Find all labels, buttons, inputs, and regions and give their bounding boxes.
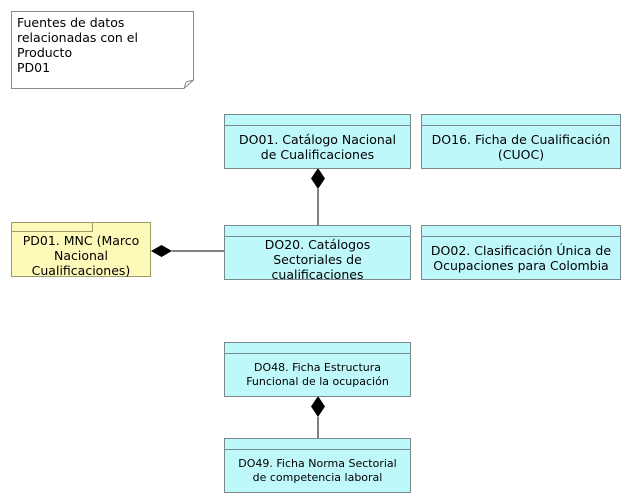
box-do01-label: DO01. Catálogo Nacional de Cualificacion…	[238, 132, 396, 162]
box-do49[interactable]: DO49. Ficha Norma Sectorial de competenc…	[224, 438, 411, 493]
diamond-do01	[311, 168, 325, 189]
box-do20-label: DO20. Catálogos Sectoriales de cualifica…	[264, 237, 371, 282]
box-do48-label: DO48. Ficha Estructura Funcional de la o…	[246, 361, 389, 388]
box-do49-label: DO49. Ficha Norma Sectorial de competenc…	[238, 457, 397, 484]
box-do02[interactable]: DO02. Clasificación Única de Ocupaciones…	[421, 225, 621, 280]
box-do48[interactable]: DO48. Ficha Estructura Funcional de la o…	[224, 342, 411, 397]
diamond-pd01	[151, 245, 172, 257]
box-do16-label: DO16. Ficha de Cualificación (CUOC)	[431, 132, 611, 162]
box-do20[interactable]: DO20. Catálogos Sectoriales de cualifica…	[224, 225, 411, 282]
box-pd01-label: PD01. MNC (Marco Nacional Cualificacione…	[22, 233, 140, 278]
box-do02-label: DO02. Clasificación Única de Ocupaciones…	[430, 243, 612, 273]
diamond-do48	[311, 396, 325, 417]
box-pd01[interactable]: PD01. MNC (Marco Nacional Cualificacione…	[11, 222, 151, 278]
note-shape	[11, 11, 194, 89]
note-text: Fuentes de datos relacionadas con el Pro…	[17, 15, 138, 75]
box-do01[interactable]: DO01. Catálogo Nacional de Cualificacion…	[224, 114, 411, 169]
box-do16[interactable]: DO16. Ficha de Cualificación (CUOC)	[421, 114, 621, 169]
diagram-note: Fuentes de datos relacionadas con el Pro…	[11, 11, 194, 89]
